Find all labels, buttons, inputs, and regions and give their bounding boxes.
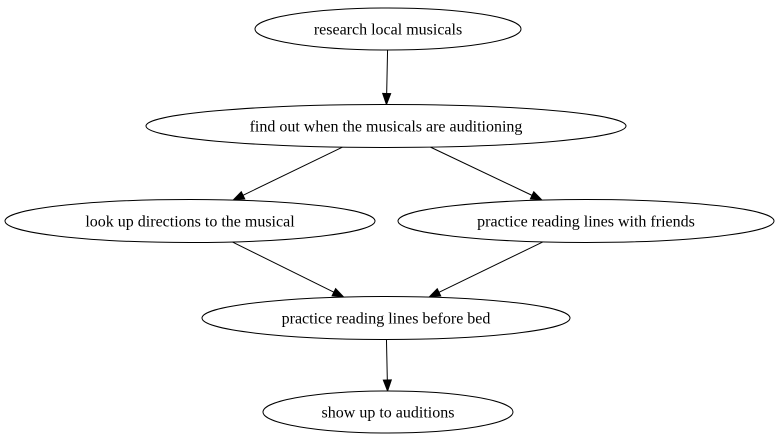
node-practice-lines-before-bed: practice reading lines before bed (201, 296, 571, 340)
arrowhead-icon (331, 287, 346, 298)
node-ellipse (201, 296, 571, 340)
edge-line (438, 241, 544, 293)
arrowhead-icon (231, 190, 246, 201)
node-research-local-musicals: research local musicals (254, 7, 522, 51)
edge-line (386, 49, 389, 94)
edge-practice-lines-before-bed--show-up-to-auditions (382, 339, 393, 393)
node-ellipse (254, 7, 522, 51)
node-practice-lines-with-friends: practice reading lines with friends (397, 199, 775, 243)
edge-find-out-when-auditioning--look-up-directions (231, 146, 343, 201)
node-find-out-when-auditioning: find out when the musicals are auditioni… (145, 104, 627, 148)
arrowhead-icon (382, 379, 393, 393)
node-ellipse (397, 199, 775, 243)
node-label: research local musicals (314, 22, 462, 39)
node-label: look up directions to the musical (85, 214, 295, 231)
node-label: show up to auditions (322, 405, 455, 422)
node-ellipse (145, 104, 627, 148)
arrowhead-icon (427, 287, 442, 298)
arrowhead-icon (381, 92, 392, 106)
node-show-up-to-auditions: show up to auditions (262, 390, 514, 434)
edge-line (242, 146, 343, 196)
edge-line (430, 146, 533, 196)
node-label: practice reading lines with friends (477, 214, 695, 231)
node-ellipse (262, 390, 514, 434)
node-look-up-directions: look up directions to the musical (4, 199, 376, 243)
edge-find-out-when-auditioning--practice-lines-with-friends (430, 146, 544, 201)
edge-line (232, 241, 335, 293)
node-ellipse (4, 199, 376, 243)
edge-look-up-directions--practice-lines-before-bed (232, 241, 346, 298)
node-label: practice reading lines before bed (282, 311, 491, 328)
edge-line (385, 339, 388, 381)
edge-practice-lines-with-friends--practice-lines-before-bed (427, 241, 544, 298)
edge-research-local-musicals--find-out-when-auditioning (381, 49, 392, 106)
arrowhead-icon (529, 190, 544, 201)
node-label: find out when the musicals are auditioni… (250, 119, 523, 136)
